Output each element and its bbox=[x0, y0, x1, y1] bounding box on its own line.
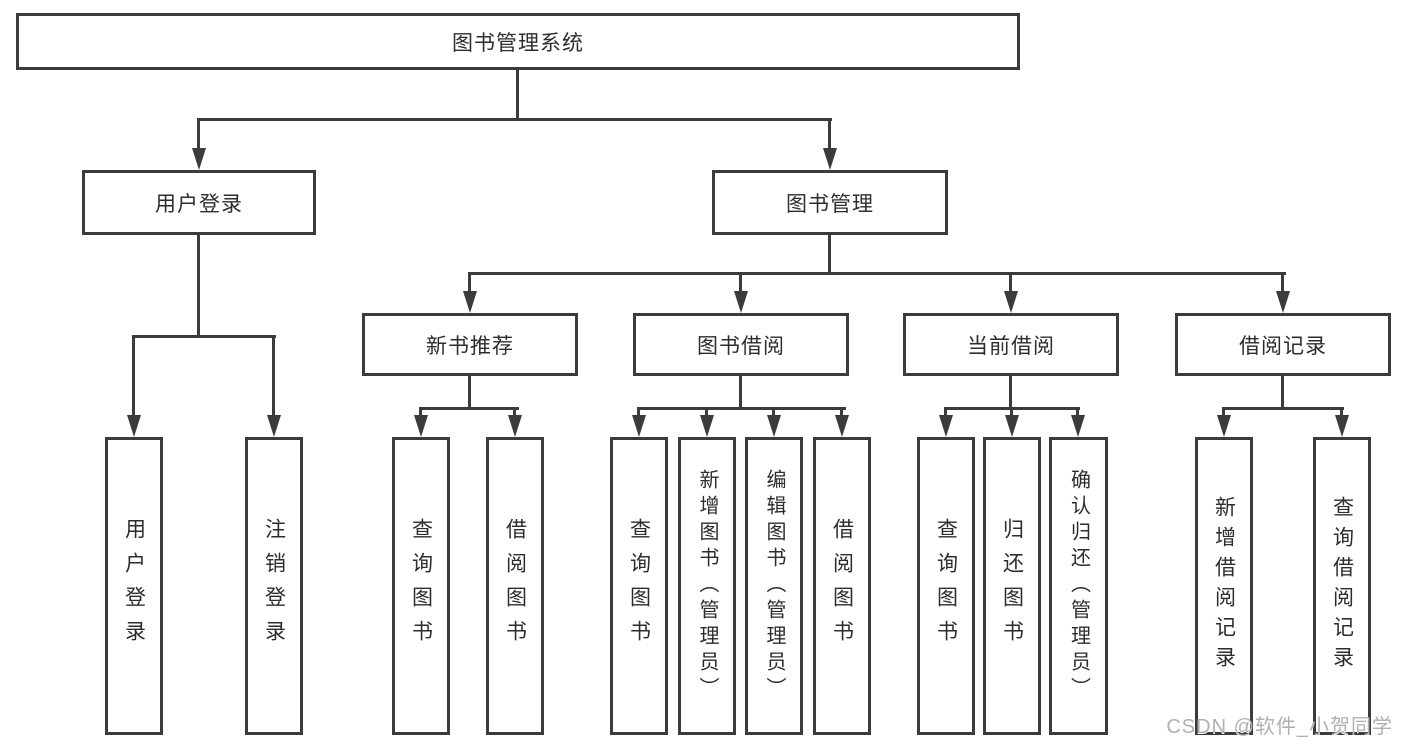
connector-vline bbox=[828, 235, 831, 274]
leaf-label: 借阅图书 bbox=[503, 518, 527, 654]
leaf-add-borrow-record: 新增借阅记录 bbox=[1195, 437, 1253, 735]
arrow-down-icon bbox=[1217, 415, 1231, 437]
leaf-label: 借阅图书 bbox=[830, 518, 854, 654]
node-label: 用户登录 bbox=[155, 192, 243, 216]
connector-vline bbox=[197, 235, 200, 335]
node-label: 新书推荐 bbox=[426, 334, 514, 358]
leaf-label: 用户登录 bbox=[122, 518, 146, 654]
node-label: 借阅记录 bbox=[1239, 334, 1327, 358]
leaf-confirm-return-admin: 确认归还（管理员） bbox=[1049, 437, 1108, 735]
node-library-system: 图书管理系统 bbox=[16, 13, 1020, 70]
connector-hline bbox=[132, 335, 276, 338]
node-label: 图书管理 bbox=[786, 192, 874, 216]
arrow-down-icon bbox=[192, 148, 206, 170]
leaf-edit-book-admin: 编辑图书（管理员） bbox=[745, 437, 803, 735]
connector-vline bbox=[944, 407, 947, 418]
connector-vline bbox=[739, 272, 742, 293]
node-label: 图书管理系统 bbox=[452, 31, 584, 55]
arrow-down-icon bbox=[767, 415, 781, 437]
node-borrowing-records: 借阅记录 bbox=[1175, 313, 1391, 376]
connector-vline bbox=[272, 335, 275, 416]
arrow-down-icon bbox=[734, 291, 748, 313]
leaf-logout-login: 注销登录 bbox=[245, 437, 303, 735]
node-new-book-recommend: 新书推荐 bbox=[362, 313, 578, 376]
arrow-down-icon bbox=[1276, 291, 1290, 313]
node-label: 当前借阅 bbox=[967, 334, 1055, 358]
connector-vline bbox=[468, 272, 471, 293]
arrow-down-icon bbox=[835, 415, 849, 437]
leaf-label: 查询图书 bbox=[627, 518, 651, 654]
leaf-query-book-current: 查询图书 bbox=[917, 437, 975, 735]
leaf-borrow-book-borrowing: 借阅图书 bbox=[813, 437, 871, 735]
connector-vline bbox=[828, 118, 831, 150]
leaf-label: 确认归还（管理员） bbox=[1067, 469, 1090, 703]
leaf-query-borrow-record: 查询借阅记录 bbox=[1313, 437, 1371, 735]
arrow-down-icon bbox=[127, 415, 141, 437]
leaf-label: 新增图书（管理员） bbox=[696, 469, 718, 703]
leaf-label: 查询图书 bbox=[934, 518, 958, 654]
connector-vline bbox=[1222, 407, 1225, 418]
connector-vline bbox=[516, 70, 519, 118]
arrow-down-icon bbox=[267, 415, 281, 437]
arrow-down-icon bbox=[1005, 415, 1019, 437]
connector-vline bbox=[1076, 407, 1079, 418]
connector-hline bbox=[637, 407, 846, 410]
leaf-return-book: 归还图书 bbox=[983, 437, 1041, 735]
connector-vline bbox=[840, 407, 843, 418]
arrow-down-icon bbox=[463, 291, 477, 313]
leaf-borrow-book-recommend: 借阅图书 bbox=[486, 437, 544, 735]
connector-vline bbox=[637, 407, 640, 418]
connector-vline bbox=[468, 376, 471, 409]
leaf-label: 查询图书 bbox=[409, 518, 433, 654]
arrow-down-icon bbox=[1335, 415, 1349, 437]
connector-vline bbox=[705, 407, 708, 418]
connector-hline bbox=[419, 407, 519, 410]
arrow-down-icon bbox=[1071, 415, 1085, 437]
leaf-query-book-borrowing: 查询图书 bbox=[610, 437, 668, 735]
leaf-label: 查询借阅记录 bbox=[1330, 496, 1354, 676]
connector-vline bbox=[197, 118, 200, 150]
node-label: 图书借阅 bbox=[697, 334, 785, 358]
arrow-down-icon bbox=[414, 415, 428, 437]
node-book-management: 图书管理 bbox=[712, 170, 948, 235]
node-current-borrowing: 当前借阅 bbox=[903, 313, 1119, 376]
connector-vline bbox=[132, 335, 135, 416]
node-user-login: 用户登录 bbox=[82, 170, 316, 235]
arrow-down-icon bbox=[632, 415, 646, 437]
connector-vline bbox=[1009, 376, 1012, 409]
connector-vline bbox=[419, 407, 422, 418]
connector-vline bbox=[1009, 272, 1012, 293]
connector-hline bbox=[468, 272, 1286, 275]
arrow-down-icon bbox=[508, 415, 522, 437]
connector-vline bbox=[1340, 407, 1343, 418]
connector-hline bbox=[1222, 407, 1344, 410]
connector-vline bbox=[1281, 272, 1284, 293]
connector-vline bbox=[513, 407, 516, 418]
connector-vline bbox=[1281, 376, 1284, 409]
arrow-down-icon bbox=[700, 415, 714, 437]
node-book-borrowing: 图书借阅 bbox=[633, 313, 849, 376]
connector-vline bbox=[739, 376, 742, 409]
leaf-label: 注销登录 bbox=[262, 518, 286, 654]
leaf-label: 编辑图书（管理员） bbox=[763, 469, 785, 703]
connector-hline bbox=[197, 118, 832, 121]
leaf-label: 新增借阅记录 bbox=[1212, 496, 1236, 676]
watermark: CSDN @软件_小贺同学 bbox=[1166, 716, 1393, 738]
leaf-query-book-recommend: 查询图书 bbox=[392, 437, 450, 735]
arrow-down-icon bbox=[939, 415, 953, 437]
connector-vline bbox=[1010, 407, 1013, 418]
arrow-down-icon bbox=[1004, 291, 1018, 313]
leaf-add-book-admin: 新增图书（管理员） bbox=[678, 437, 736, 735]
connector-vline bbox=[772, 407, 775, 418]
leaf-label: 归还图书 bbox=[1000, 518, 1024, 654]
leaf-user-login: 用户登录 bbox=[105, 437, 163, 735]
arrow-down-icon bbox=[823, 148, 837, 170]
